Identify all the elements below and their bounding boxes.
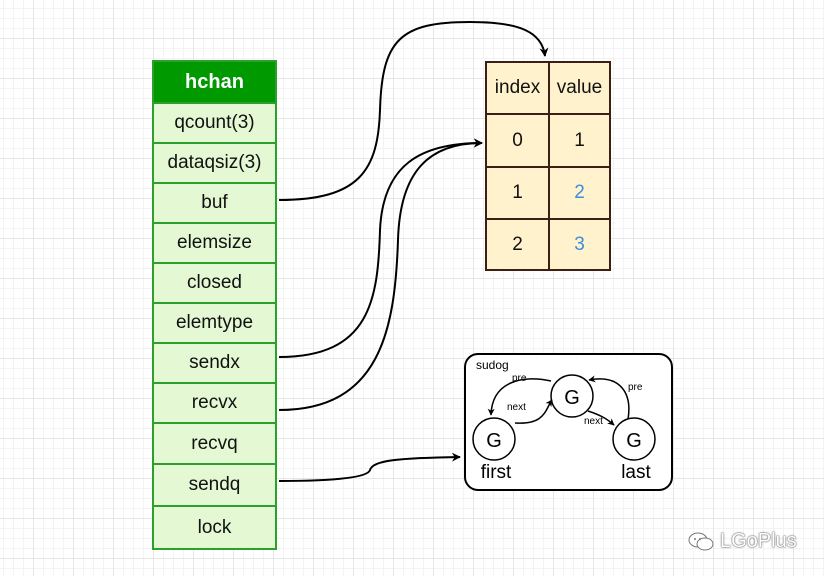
buf-pointer-arrow <box>278 20 549 201</box>
field-lock: lock <box>154 505 275 548</box>
buffer-table: index value 0 1 1 2 2 3 <box>485 61 611 271</box>
sendx-pointer-arrow <box>278 138 483 358</box>
goroutine-node-last <box>612 417 656 461</box>
goroutine-node-first <box>472 417 516 461</box>
next-edge-middle-to-last <box>587 410 615 426</box>
field-sendq: sendq <box>154 463 275 505</box>
goroutine-label-first: G <box>486 430 502 452</box>
field-elemtype: elemtype <box>154 302 275 342</box>
table-row-divider <box>487 113 609 115</box>
edge-label-next-right: next <box>584 416 603 427</box>
edge-label-pre-left: pre <box>512 373 527 384</box>
table-row-divider <box>487 166 609 168</box>
table-header-value: value <box>556 77 603 98</box>
hchan-struct: hchan qcount(3) dataqsiz(3) buf elemsize… <box>152 60 277 550</box>
table-cell-index: 0 <box>512 129 523 151</box>
field-recvx: recvx <box>154 382 275 422</box>
watermark: LGoPlus <box>688 530 797 553</box>
table-header-index: index <box>494 77 541 98</box>
field-closed: closed <box>154 262 275 302</box>
goroutine-label-last: G <box>626 430 642 452</box>
edge-label-next-left: next <box>507 402 526 413</box>
pre-edge-last-to-middle <box>588 375 630 420</box>
goroutine-label-middle: G <box>564 387 580 409</box>
hchan-title: hchan <box>154 62 275 102</box>
table-cell-index: 1 <box>512 182 523 203</box>
table-row-divider <box>487 218 609 220</box>
first-label: first <box>481 462 512 483</box>
next-edge-first-to-middle <box>514 399 553 424</box>
table-cell-value: 1 <box>574 129 585 151</box>
field-buf: buf <box>154 182 275 222</box>
recvx-pointer-arrow <box>278 138 483 411</box>
edge-label-pre-right: pre <box>628 382 643 393</box>
field-dataqsiz: dataqsiz(3) <box>154 142 275 182</box>
field-sendx: sendx <box>154 342 275 382</box>
sendq-pointer-arrow <box>278 452 461 482</box>
watermark-text: LGoPlus <box>720 530 797 552</box>
table-cell-value: 3 <box>574 233 585 255</box>
field-qcount: qcount(3) <box>154 102 275 142</box>
field-recvq: recvq <box>154 422 275 463</box>
last-label: last <box>621 462 651 483</box>
field-elemsize: elemsize <box>154 222 275 262</box>
sudog-title: sudog <box>476 358 509 372</box>
table-cell-value: 2 <box>574 182 585 203</box>
table-cell-index: 2 <box>512 233 523 255</box>
goroutine-node-middle <box>550 374 594 418</box>
wechat-icon <box>688 532 714 550</box>
pre-edge-middle-to-first <box>487 378 552 416</box>
